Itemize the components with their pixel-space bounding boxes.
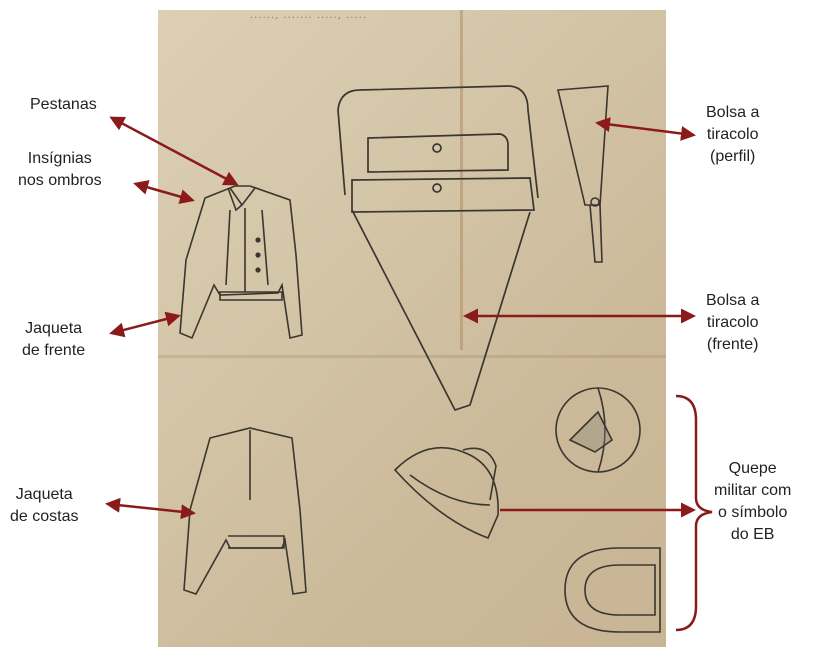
- annotation-arrows: [108, 118, 712, 630]
- label-quepe-line-3: o símbolo: [714, 502, 791, 524]
- label-bolsa-frente-line-1: Bolsa a: [706, 290, 759, 312]
- label-bolsa-perfil: Bolsa a tiracolo (perfil): [706, 102, 759, 168]
- label-insignias: Insígnias nos ombros: [18, 148, 102, 192]
- label-bolsa-perfil-line-3: (perfil): [706, 146, 759, 168]
- label-quepe-line-1: Quepe: [714, 458, 791, 480]
- bag-front-drawing: [338, 86, 538, 410]
- jacket-front-drawing: [180, 186, 302, 338]
- label-bolsa-perfil-line-2: tiracolo: [706, 124, 759, 146]
- cap-side-drawing: [395, 448, 498, 538]
- arrow-insignias: [136, 184, 192, 200]
- quepe-brace: [676, 396, 712, 630]
- label-insignias-line-1: Insígnias: [18, 148, 102, 170]
- label-quepe-line-2: militar com: [714, 480, 791, 502]
- label-jaqueta-costas-line-2: de costas: [10, 506, 78, 528]
- label-jaqueta-frente-line-1: Jaqueta: [22, 318, 85, 340]
- arrow-bolsa-perfil: [598, 123, 693, 135]
- label-jaqueta-frente-line-2: de frente: [22, 340, 85, 362]
- bag-profile-drawing: [558, 86, 608, 262]
- arrow-jaqueta-costas: [108, 504, 193, 513]
- label-bolsa-frente-line-3: (frente): [706, 334, 759, 356]
- arrow-pestanas: [112, 118, 236, 184]
- label-jaqueta-costas: Jaqueta de costas: [10, 484, 78, 528]
- label-bolsa-frente: Bolsa a tiracolo (frente): [706, 290, 759, 356]
- label-quepe: Quepe militar com o símbolo do EB: [714, 458, 791, 546]
- label-jaqueta-costas-line-1: Jaqueta: [10, 484, 78, 506]
- cap-top-drawing: [556, 388, 640, 472]
- label-quepe-line-4: do EB: [714, 524, 791, 546]
- label-insignias-line-2: nos ombros: [18, 170, 102, 192]
- jacket-back-drawing: [184, 428, 306, 594]
- label-bolsa-perfil-line-1: Bolsa a: [706, 102, 759, 124]
- label-pestanas: Pestanas: [30, 94, 97, 116]
- label-bolsa-frente-line-2: tiracolo: [706, 312, 759, 334]
- arrow-jaqueta-frente: [112, 316, 178, 333]
- cap-front-drawing: [565, 548, 660, 632]
- label-jaqueta-frente: Jaqueta de frente: [22, 318, 85, 362]
